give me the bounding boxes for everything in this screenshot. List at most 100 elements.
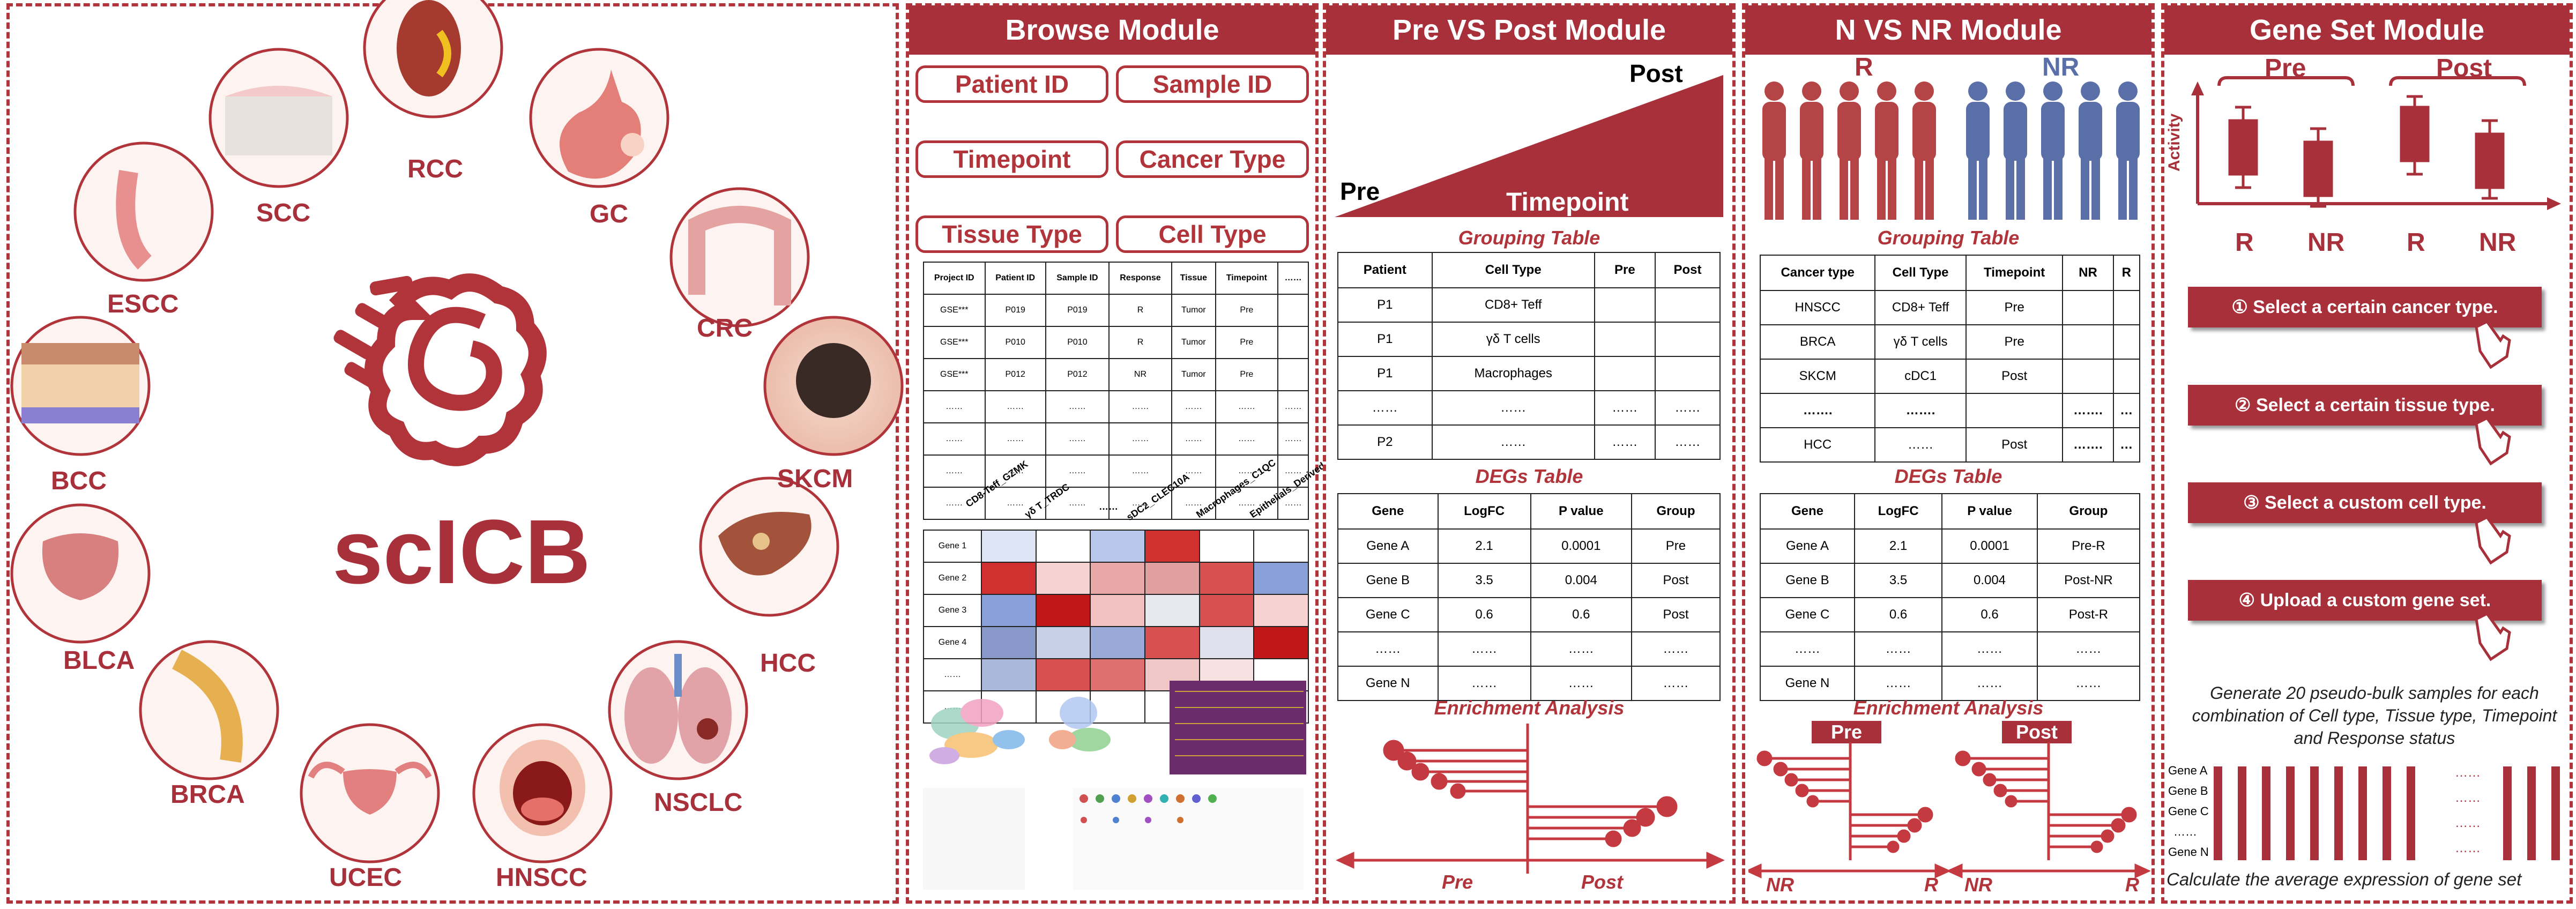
heat-cell bbox=[981, 594, 1037, 627]
td bbox=[1594, 287, 1656, 323]
heat-cell bbox=[1090, 594, 1145, 627]
td: …… bbox=[1108, 390, 1172, 423]
table-row: Gene N……………… bbox=[1760, 666, 2141, 701]
th: Post bbox=[1654, 252, 1721, 288]
td: CD8+ Teff bbox=[1874, 290, 1967, 325]
th: NR bbox=[2062, 255, 2114, 291]
organ-skin-layers-icon bbox=[10, 316, 151, 456]
td: ……. bbox=[1874, 393, 1967, 428]
td: …… bbox=[2036, 666, 2141, 701]
th: Timepoint bbox=[1215, 262, 1279, 295]
td: …… bbox=[1594, 424, 1656, 460]
geneset-panel bbox=[2161, 3, 2573, 904]
cancer-label-skcm: SKCM bbox=[777, 465, 853, 493]
td: GSE*** bbox=[923, 294, 986, 327]
td: …… bbox=[1853, 631, 1943, 667]
td: γδ T cells bbox=[1431, 322, 1595, 357]
cancer-label-crc: CRC bbox=[697, 314, 753, 342]
td bbox=[1594, 322, 1656, 357]
td: …… bbox=[1277, 422, 1309, 456]
pill-tissue-type: Tissue Type bbox=[915, 215, 1108, 253]
th: Patient bbox=[1337, 252, 1433, 288]
td: …… bbox=[1045, 422, 1110, 456]
gene-label: Gene C bbox=[2168, 804, 2209, 818]
td bbox=[1654, 287, 1721, 323]
td: 0.004 bbox=[1530, 563, 1632, 598]
th: Pre bbox=[1594, 252, 1656, 288]
organ-bladder-icon bbox=[10, 503, 151, 644]
heat-row-label: Gene 1 bbox=[923, 530, 982, 563]
enrich-tag-post: Post bbox=[2002, 721, 2072, 743]
td: P012 bbox=[984, 358, 1046, 391]
td: …… bbox=[1045, 487, 1110, 520]
td: …… bbox=[1215, 455, 1279, 488]
step-select-celltype-button[interactable]: ③ Select a custom cell type. bbox=[2188, 482, 2542, 523]
heat-cell bbox=[1144, 530, 1200, 563]
td bbox=[2062, 359, 2114, 394]
pill-timepoint: Timepoint bbox=[915, 140, 1108, 178]
td: CD8+ Teff bbox=[1431, 287, 1595, 323]
heat-cell bbox=[1035, 530, 1091, 563]
td: …… bbox=[1045, 455, 1110, 488]
td: …… bbox=[984, 390, 1046, 423]
browse-panel bbox=[906, 3, 1319, 904]
cancer-label-rcc: RCC bbox=[407, 155, 463, 183]
heat-cell bbox=[1198, 530, 1255, 563]
table-row: P2……………… bbox=[1337, 424, 1721, 460]
th: P value bbox=[1941, 493, 2038, 530]
ellipsis: …… bbox=[2455, 791, 2481, 805]
enrich-axis-pre: Pre bbox=[1442, 871, 1473, 893]
geneset-header: Gene Set Module bbox=[2164, 5, 2570, 55]
triangle-axis-label: Timepoint bbox=[1506, 188, 1629, 217]
td: Post-NR bbox=[2036, 563, 2141, 598]
td: ……. bbox=[2062, 427, 2114, 463]
heat-cell bbox=[981, 626, 1037, 659]
ellipsis: …… bbox=[2455, 816, 2481, 830]
organ-kidney-icon bbox=[363, 0, 503, 118]
browse-table: Project ID Patient ID Sample ID Response… bbox=[923, 262, 1309, 520]
td: …… bbox=[923, 422, 986, 456]
enrich-tag-pre: Pre bbox=[1812, 721, 1881, 743]
table-row: HCC……Post…….… bbox=[1759, 427, 2141, 463]
heat-cell bbox=[1144, 626, 1200, 659]
step-select-cancer-button[interactable]: ① Select a certain cancer type. bbox=[2188, 287, 2542, 327]
td: Gene C bbox=[1337, 597, 1439, 632]
boxplot-xlabel: NR bbox=[2307, 228, 2345, 257]
timepoint-triangle bbox=[1335, 75, 1723, 217]
td: 2.1 bbox=[1853, 528, 1943, 564]
td: BRCA bbox=[1759, 324, 1876, 360]
td: Pre bbox=[1965, 290, 2064, 325]
td: 0.0001 bbox=[1941, 528, 2038, 564]
prepost-panel bbox=[1323, 3, 1736, 904]
td: …… bbox=[1108, 422, 1172, 456]
td: Post bbox=[1965, 359, 2064, 394]
heat-cell bbox=[1090, 626, 1145, 659]
th: Cancer type bbox=[1759, 255, 1876, 291]
cancer-label-ucec: UCEC bbox=[329, 863, 403, 892]
heat-cell bbox=[1253, 594, 1309, 627]
th: Patient ID bbox=[984, 262, 1046, 295]
td: …… bbox=[1654, 390, 1721, 426]
td: ……. bbox=[2062, 393, 2114, 428]
td: HNSCC bbox=[1759, 290, 1876, 325]
td: …… bbox=[1431, 390, 1595, 426]
cancer-label-hnscc: HNSCC bbox=[496, 863, 587, 892]
degs-table-title: DEGs Table bbox=[1475, 465, 1583, 487]
td: 2.1 bbox=[1437, 528, 1531, 564]
prepost-header: Pre VS Post Module bbox=[1326, 5, 1732, 55]
step-upload-geneset-button[interactable]: ④ Upload a custom gene set. bbox=[2188, 580, 2542, 621]
td: …… bbox=[1853, 666, 1943, 701]
td: Pre bbox=[1965, 324, 2064, 360]
table-row: …………………………………… bbox=[923, 487, 1309, 520]
heat-cell bbox=[1090, 530, 1145, 563]
td: ……. bbox=[1759, 393, 1876, 428]
td: …… bbox=[1594, 390, 1656, 426]
td bbox=[1654, 356, 1721, 391]
gene-label: Gene A bbox=[2168, 764, 2208, 777]
